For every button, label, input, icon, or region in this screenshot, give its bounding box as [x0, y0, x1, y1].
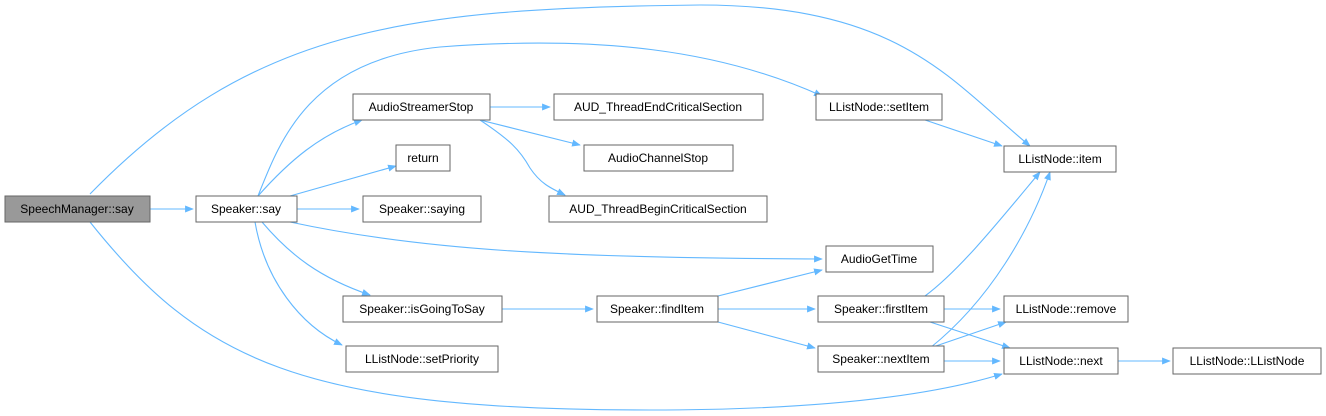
nodes-layer: SpeechManager::say Speaker::say AudioStr…	[4, 93, 1322, 375]
node-speaker-isgoingtosay[interactable]: Speaker::isGoingToSay	[342, 295, 503, 323]
edge-nextitem-to-llistnode-item	[929, 171, 1051, 349]
node-label: LListNode::remove	[1016, 302, 1117, 316]
node-llistnode-setpriority[interactable]: LListNode::setPriority	[345, 345, 499, 373]
node-label: Speaker::nextItem	[832, 352, 929, 366]
edge-nextitem-to-remove	[929, 321, 1007, 349]
node-speaker-finditem[interactable]: Speaker::findItem	[596, 295, 719, 323]
node-llistnode-setitem[interactable]: LListNode::setItem	[815, 93, 943, 121]
node-label: LListNode::next	[1019, 354, 1103, 368]
node-label: Speaker::say	[211, 202, 281, 216]
edges-layer	[89, 4, 1171, 411]
edge-speaker-say-to-audiostreamerstop	[257, 119, 363, 197]
node-label: AudioStreamerStop	[369, 100, 474, 114]
edge-speechmanager-to-llistnode-item	[89, 4, 1031, 195]
node-label: LListNode::item	[1018, 152, 1101, 166]
node-label: Speaker::isGoingToSay	[359, 302, 484, 316]
edge-firstitem-to-llistnode-item	[924, 171, 1041, 297]
edge-speaker-say-to-isgoingtosay	[261, 221, 371, 296]
node-label: Speaker::findItem	[610, 302, 704, 316]
node-label: LListNode::LListNode	[1190, 354, 1305, 368]
node-label: AUD_ThreadBeginCriticalSection	[569, 202, 746, 216]
node-label: AudioChannelStop	[608, 151, 708, 165]
node-llistnode-next[interactable]: LListNode::next	[1003, 347, 1119, 375]
node-aud-threadendcriticalsection[interactable]: AUD_ThreadEndCriticalSection	[553, 93, 764, 121]
edge-setitem-to-llistnode-item	[924, 119, 1003, 147]
edge-speaker-say-to-return	[289, 164, 397, 197]
node-label: AUD_ThreadEndCriticalSection	[574, 100, 742, 114]
node-label: Speaker::saying	[379, 202, 465, 216]
edge-speaker-say-to-audiogettime	[289, 221, 823, 263]
edge-firstitem-to-next	[929, 321, 1011, 349]
node-llistnode-remove[interactable]: LListNode::remove	[1003, 295, 1129, 323]
node-speaker-say[interactable]: Speaker::say	[195, 195, 298, 223]
node-speaker-saying[interactable]: Speaker::saying	[362, 195, 482, 223]
node-aud-threadbegincriticalsection[interactable]: AUD_ThreadBeginCriticalSection	[548, 195, 768, 223]
edge-audiostreamerstop-to-aud-begin	[479, 119, 566, 196]
node-audiostreamerstop[interactable]: AudioStreamerStop	[352, 93, 491, 121]
node-label: LListNode::setPriority	[365, 352, 479, 366]
node-llistnode-llistnode[interactable]: LListNode::LListNode	[1172, 347, 1322, 375]
node-label: LListNode::setItem	[829, 100, 929, 114]
edge-audiostreamerstop-to-audiochannelstop	[479, 119, 581, 147]
node-speaker-nextitem[interactable]: Speaker::nextItem	[817, 345, 945, 373]
node-speaker-firstitem[interactable]: Speaker::firstItem	[817, 295, 945, 323]
edge-speaker-say-to-setpriority	[254, 221, 343, 346]
node-audiogettime[interactable]: AudioGetTime	[825, 245, 934, 273]
edge-finditem-to-audiogettime	[717, 268, 823, 297]
edge-speechmanager-to-llistnode-next	[89, 221, 1003, 411]
node-audiochannelstop[interactable]: AudioChannelStop	[583, 144, 734, 172]
node-label: AudioGetTime	[841, 252, 918, 266]
edge-finditem-to-nextitem	[717, 321, 816, 350]
node-label: SpeechManager::say	[20, 202, 133, 216]
node-speechmanager-say[interactable]: SpeechManager::say	[4, 195, 151, 223]
node-label: Speaker::firstItem	[834, 302, 928, 316]
edge-speaker-say-to-setitem	[257, 42, 823, 197]
node-llistnode-item[interactable]: LListNode::item	[1003, 145, 1117, 173]
node-label: return	[407, 151, 438, 165]
node-return[interactable]: return	[395, 144, 451, 172]
